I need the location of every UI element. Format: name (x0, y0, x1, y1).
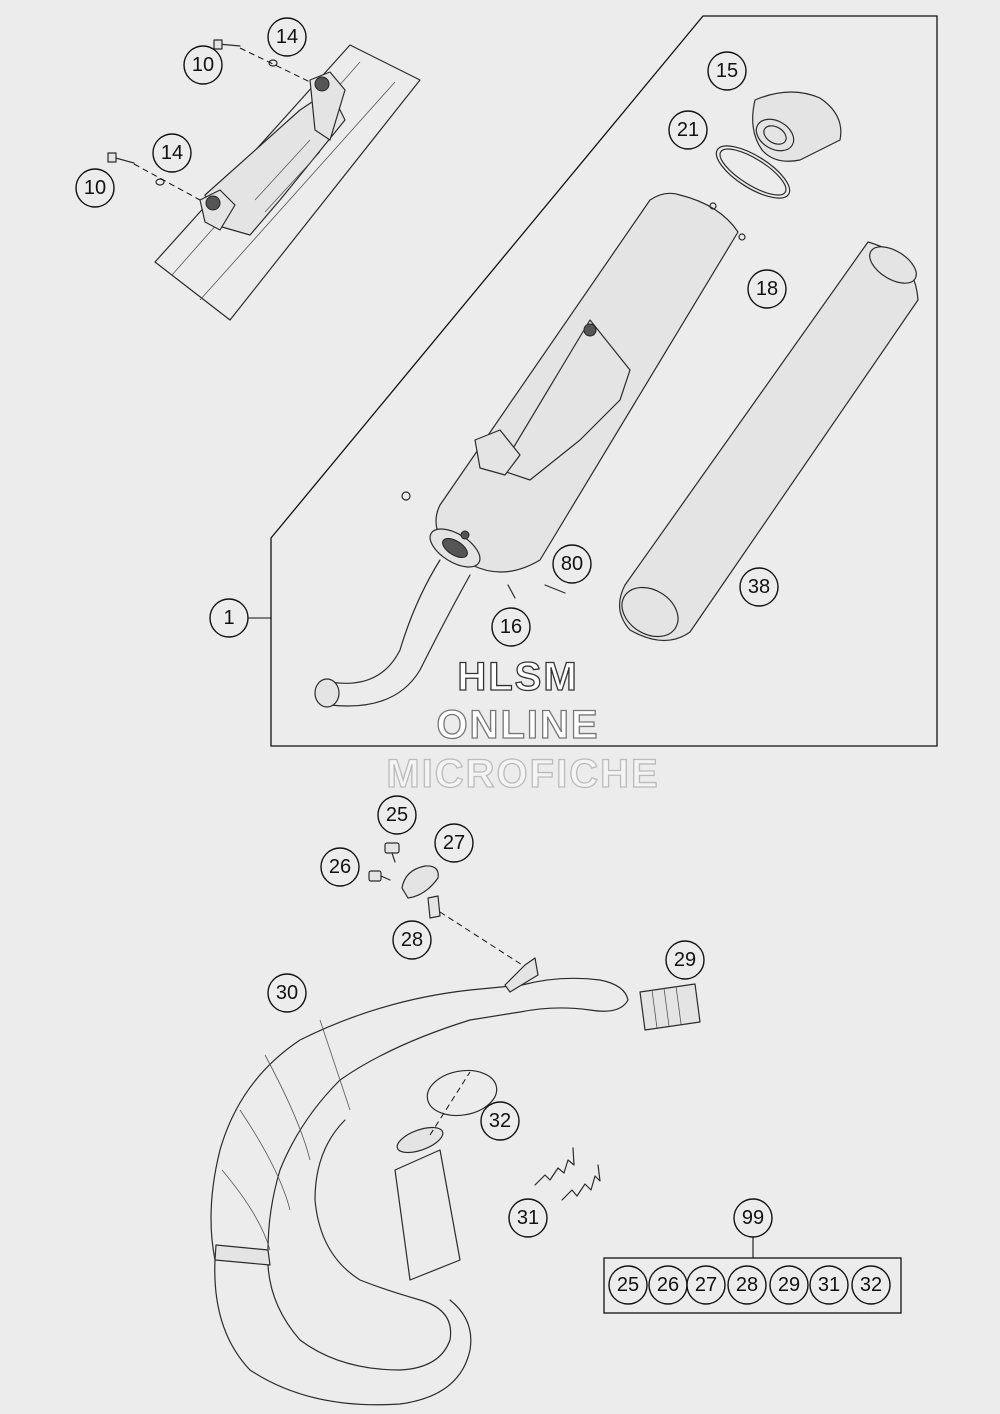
kit-item-27: 27 (686, 1265, 726, 1305)
callout-30: 30 (267, 973, 307, 1013)
callout-32: 32 (480, 1101, 520, 1141)
svg-text:29: 29 (674, 949, 696, 971)
callout-31: 31 (508, 1198, 548, 1238)
exhaust-pipe (210, 957, 629, 1406)
callout-14-lower: 14 (152, 133, 192, 173)
kit-item-28: 28 (727, 1265, 767, 1305)
svg-text:32: 32 (489, 1110, 511, 1132)
kit-item-25: 25 (608, 1265, 648, 1305)
callout-25: 25 (377, 795, 417, 835)
svg-text:29: 29 (778, 1274, 800, 1296)
watermark-line-2: ONLINE (436, 703, 599, 747)
callout-38: 38 (739, 567, 779, 607)
callout-80: 80 (552, 544, 592, 584)
callout-10-upper: 10 (183, 45, 223, 85)
svg-text:21: 21 (677, 119, 699, 141)
kit-item-31: 31 (809, 1265, 849, 1305)
svg-text:1: 1 (223, 607, 234, 629)
svg-text:27: 27 (443, 832, 465, 854)
callout-27: 27 (434, 823, 474, 863)
svg-text:25: 25 (386, 804, 408, 826)
svg-text:10: 10 (84, 177, 106, 199)
silencer-assembly-frame (270, 15, 938, 747)
svg-text:10: 10 (192, 54, 214, 76)
svg-text:25: 25 (617, 1274, 639, 1296)
kit-item-29: 29 (769, 1265, 809, 1305)
silencer-body (314, 192, 746, 708)
callout-16: 16 (491, 607, 531, 647)
svg-text:14: 14 (161, 142, 183, 164)
svg-text:16: 16 (500, 616, 522, 638)
pipe-hardware (368, 842, 531, 971)
svg-text:80: 80 (561, 553, 583, 575)
callout-21: 21 (668, 110, 708, 150)
svg-text:28: 28 (401, 929, 423, 951)
svg-text:30: 30 (276, 982, 298, 1004)
callout-18: 18 (747, 269, 787, 309)
callout-29: 29 (665, 940, 705, 980)
svg-text:32: 32 (860, 1274, 882, 1296)
svg-text:27: 27 (695, 1274, 717, 1296)
kit-item-26: 26 (648, 1265, 688, 1305)
callout-1: 1 (209, 598, 249, 638)
kit-item-32: 32 (851, 1265, 891, 1305)
sealing-ring (715, 145, 791, 199)
callout-15: 15 (707, 51, 747, 91)
svg-text:31: 31 (517, 1207, 539, 1229)
callout-26: 26 (320, 847, 360, 887)
callout-14-upper: 14 (267, 17, 307, 57)
callout-10-lower: 10 (75, 168, 115, 208)
mounting-detail (107, 39, 421, 321)
svg-text:26: 26 (657, 1274, 679, 1296)
silencer-sleeve (619, 241, 919, 642)
gasket (426, 1069, 498, 1117)
end-cap (752, 91, 842, 162)
svg-text:31: 31 (818, 1274, 840, 1296)
svg-text:38: 38 (748, 576, 770, 598)
kit-contents-box (603, 1257, 902, 1314)
svg-text:15: 15 (716, 60, 738, 82)
svg-text:28: 28 (736, 1274, 758, 1296)
svg-text:18: 18 (756, 278, 778, 300)
svg-text:99: 99 (742, 1207, 764, 1229)
svg-text:26: 26 (329, 856, 351, 878)
svg-text:14: 14 (276, 26, 298, 48)
callout-28: 28 (392, 920, 432, 960)
springs (534, 1147, 601, 1201)
watermark-line-3: MICROFICHE (386, 752, 659, 796)
callout-99: 99 (733, 1198, 773, 1238)
watermark-line-1: HLSM (457, 655, 578, 699)
rubber-sleeve (639, 983, 701, 1031)
